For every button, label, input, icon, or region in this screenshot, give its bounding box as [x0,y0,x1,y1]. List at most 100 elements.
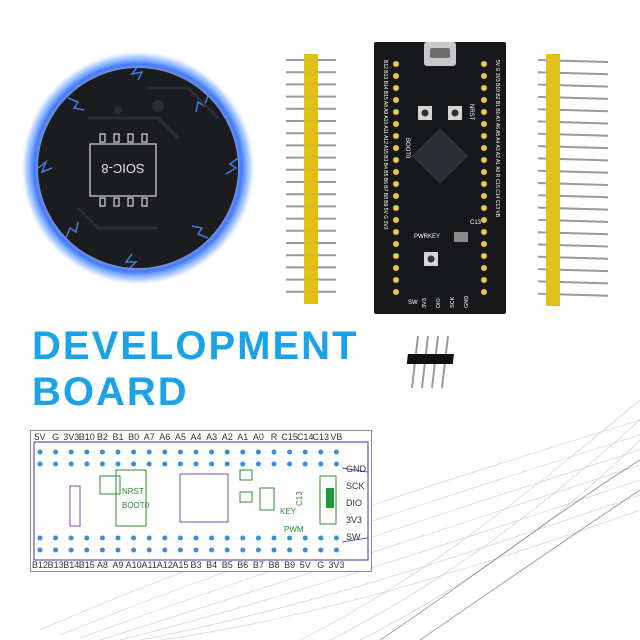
pcb-top-pin-label: 5V [34,432,45,442]
pcb-pin-hole [193,535,199,541]
pcb-pin-hole [37,547,43,553]
pcb-pin-hole [302,449,308,455]
c13-label: C13 [470,220,482,226]
pcb-pin-hole [146,547,152,553]
pin-hole [393,109,399,115]
pcb-bottom-pin-label: A9 [112,560,123,570]
pcb-pin-hole [209,535,215,541]
pcb-pin-hole [162,535,168,541]
pcb-pin-hole [193,547,199,553]
pin-hole [393,229,399,235]
pcb-pin-hole [99,461,105,467]
pcb-pin-hole [193,461,199,467]
pcb-pin-hole [333,547,339,553]
pcb-pin-hole [318,461,324,467]
pcb-pin-hole [68,461,74,467]
pcb-pin-hole [255,449,261,455]
pin-hole [481,193,487,199]
pcb-bottom-pin-label: B3 [190,560,201,570]
pcb-top-pin-label: B10 [79,432,95,442]
pcb-pin-hole [99,449,105,455]
pcb-pin-hole [240,547,246,553]
pcb-top-pin-label: A6 [159,432,170,442]
pcb-pin-hole [131,535,137,541]
board-right-pin-labels: 5V G 3V3 B10 B2 B1 B0 A7 A6 A5 A4 A3 A2 … [494,60,500,218]
pcb-pin-hole [224,461,230,467]
pcb-pin-hole [37,461,43,467]
pcb-top-pin-label: G [52,432,59,442]
pcb-side-pin-label: SW [346,532,361,542]
pcb-pin-hole [177,535,183,541]
pcb-nrst-label: NRST [122,487,144,496]
pin-hole [481,133,487,139]
pcb-bottom-pin-label: A10 [126,560,142,570]
pin-hole [481,217,487,223]
pin-hole [481,229,487,235]
pcb-pin-hole [240,449,246,455]
pcb-top-pin-label: R [271,432,278,442]
pcb-pin-hole [255,535,261,541]
pcb-pin-hole [177,449,183,455]
pcb-pin-hole [177,547,183,553]
pcb-top-pin-label: C15 [281,432,298,442]
pcb-pin-hole [84,449,90,455]
pin-hole [393,133,399,139]
chip-closeup-image: SOIC-8 [20,50,256,286]
pin-hole [393,277,399,283]
pcb-pin-hole [271,535,277,541]
pcb-bottom-pin-label: B13 [48,560,64,570]
pin-hole [481,181,487,187]
pcb-pin-hole [287,535,293,541]
pcb-pin-hole [53,547,59,553]
pcb-top-pin-label: A1 [237,432,248,442]
pcb-bottom-pin-label: B9 [284,560,295,570]
pcb-pin-hole [115,535,121,541]
pcb-bottom-pin-label: B7 [253,560,264,570]
board-bottom-pin-label: 3V3 [422,298,428,308]
development-board-image: BOOT0 NRST PWR KEY C13 SW B12 B13 B14 B1… [374,42,506,314]
pcb-pin-hole [146,449,152,455]
pcb-pin-hole [37,535,43,541]
pin-hole [481,253,487,259]
pcb-pin-hole [302,547,308,553]
board-bottom-pin-label: SCK [450,296,456,308]
pwr-label: PWR [414,234,429,240]
pcb-side-pin-label: 3V3 [346,515,362,525]
pcb-pin-hole [131,461,137,467]
board-left-pin-labels: B12 B13 B14 B15 A8 A9 A10 A11 A12 A15 B3… [382,60,388,230]
pcb-pin-hole [240,461,246,467]
pcb-pin-hole [209,461,215,467]
pcb-top-pin-label: A5 [175,432,186,442]
pcb-pin-hole [271,449,277,455]
pin-hole [481,265,487,271]
headline-board: BOARD [32,370,189,414]
pcb-top-pin-label: B2 [97,432,108,442]
pcb-pwm-label: PWM [284,525,304,534]
pcb-bottom-pin-label: B5 [222,560,233,570]
pcb-top-pin-label: B0 [128,432,139,442]
pcb-bottom-pin-label: G [317,560,324,570]
pcb-pin-hole [131,449,137,455]
pcb-pin-hole [146,461,152,467]
pcb-pin-hole [318,449,324,455]
pcb-side-pin-label: SCK [346,481,365,491]
pcb-pin-hole [37,449,43,455]
pin-hole [393,181,399,187]
pcb-bottom-pin-label: B4 [206,560,217,570]
pcb-pin-hole [318,547,324,553]
pin-hole [393,241,399,247]
pin-hole [393,253,399,259]
pcb-bottom-pin-label: B12 [32,560,48,570]
pin-hole [393,265,399,271]
pin-hole [481,109,487,115]
pin-hole [481,73,487,79]
pcb-side-pin-label: GND [346,464,367,474]
pin-hole [393,145,399,151]
pcb-pin-hole [302,461,308,467]
pin-hole [481,85,487,91]
pcb-pin-hole [255,461,261,467]
pcb-top-pin-label: A2 [222,432,233,442]
nrst-label: NRST [468,104,474,121]
pcb-pin-hole [131,547,137,553]
